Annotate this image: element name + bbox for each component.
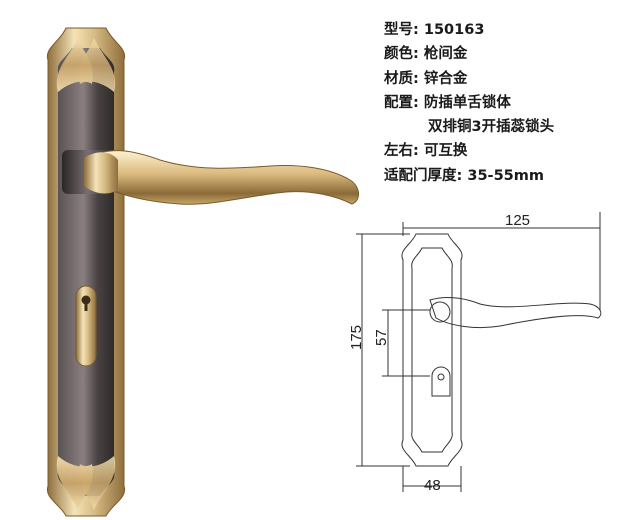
bottom-ornament-right — [79, 456, 116, 510]
dimension-plate-height: 175 — [348, 324, 365, 350]
spec-handing: 左右: 可互换 — [384, 143, 468, 160]
dimension-handle-to-keyhole: 57 — [373, 329, 390, 346]
spec-door-thickness: 适配门厚度: 35-55mm — [384, 167, 544, 184]
spec-config-2: 双排铜3开插蕊锁头 — [428, 119, 555, 136]
drawing-backplate-outline — [401, 233, 463, 467]
lever-handle — [85, 150, 359, 205]
top-ornament-right — [79, 38, 116, 92]
drawing-rosette — [429, 301, 451, 323]
spec-model: 型号: 150163 — [384, 22, 485, 38]
key-cylinder — [75, 285, 97, 367]
drawing-keyhole — [431, 366, 451, 397]
backplate-inner — [57, 48, 115, 496]
keyhole-slot — [84, 303, 88, 311]
keyhole — [81, 295, 91, 305]
spec-config: 配置: 防插单舌锁体 — [384, 94, 511, 111]
spec-list: 型号: 150163 颜色: 枪间金 材质: 锌合金 配置: 防插单舌锁体 双排… — [384, 18, 634, 188]
dimension-plate-width: 48 — [424, 477, 441, 494]
dimension-width-total: 125 — [505, 212, 531, 229]
spec-material: 材质: 锌合金 — [384, 70, 468, 87]
spec-color: 颜色: 枪间金 — [384, 46, 468, 63]
lever-neck — [84, 152, 118, 194]
drawing-keyhole-pin — [437, 373, 445, 381]
drawing-lever — [429, 297, 602, 329]
drawing-backplate-inner — [411, 247, 453, 453]
lock-photo — [46, 27, 359, 517]
dimension-drawing — [356, 212, 602, 492]
